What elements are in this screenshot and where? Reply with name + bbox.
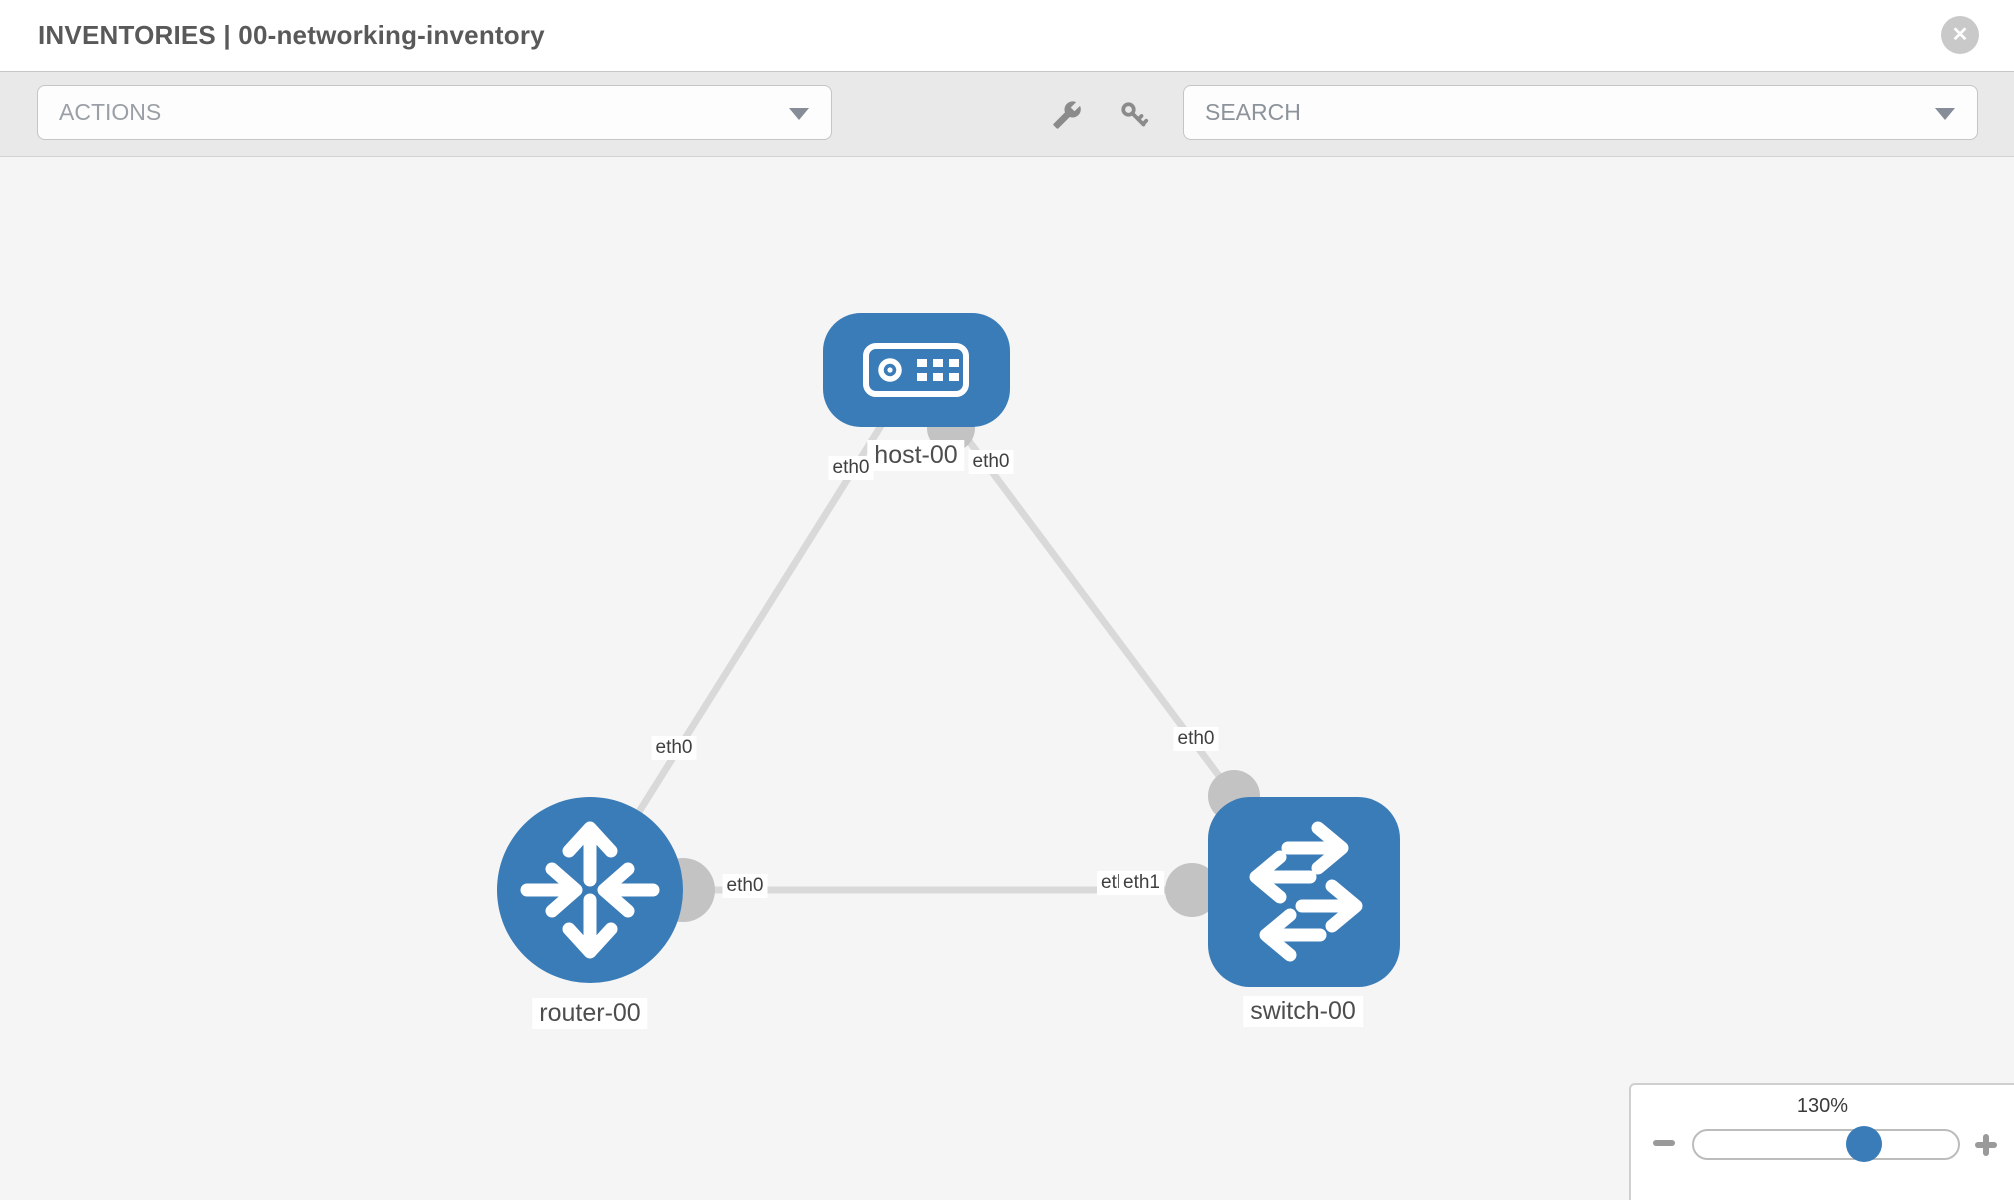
node-label-host: host-00 [867,440,965,471]
node-label-router: router-00 [532,998,648,1029]
toolbar: ACTIONS SEARCH [0,71,2014,157]
close-icon[interactable]: ✕ [1941,16,1979,54]
host-icon [863,343,969,397]
zoom-control-panel: 130% [1629,1083,2014,1200]
node-label-switch: switch-00 [1243,996,1363,1027]
zoom-in-plus-icon[interactable] [1975,1134,1997,1156]
zoom-out-minus-icon[interactable] [1653,1140,1675,1146]
header: INVENTORIES | 00-networking-inventory ✕ [0,0,2014,71]
switch-icon [1249,821,1363,962]
zoom-percent-value: 130% [1796,1095,1849,1117]
search-dropdown[interactable]: SEARCH [1183,85,1978,140]
interface-label: eth0 [1173,727,1219,751]
actions-dropdown[interactable]: ACTIONS [37,85,832,140]
interface-label: eth1 [1119,871,1164,895]
interface-label: eth0 [828,456,874,480]
interface-label: eth0 [651,736,697,760]
interface-label: eth0 [968,450,1014,474]
chevron-down-icon [1935,108,1955,120]
interface-label: eth0 [722,874,768,898]
wrench-icon[interactable] [1052,100,1082,130]
page-title: INVENTORIES | 00-networking-inventory [38,20,545,50]
node-switch[interactable] [1208,797,1400,987]
router-icon [520,821,660,959]
zoom-slider-track[interactable] [1692,1129,1960,1160]
node-router[interactable] [497,797,683,983]
key-icon[interactable] [1119,100,1149,130]
zoom-slider-thumb[interactable] [1846,1126,1882,1162]
port-circle-switch-left [1165,863,1219,917]
chevron-down-icon [789,108,809,120]
node-host[interactable] [823,313,1010,427]
search-dropdown-label: SEARCH [1205,99,1301,125]
actions-dropdown-label: ACTIONS [59,99,162,125]
